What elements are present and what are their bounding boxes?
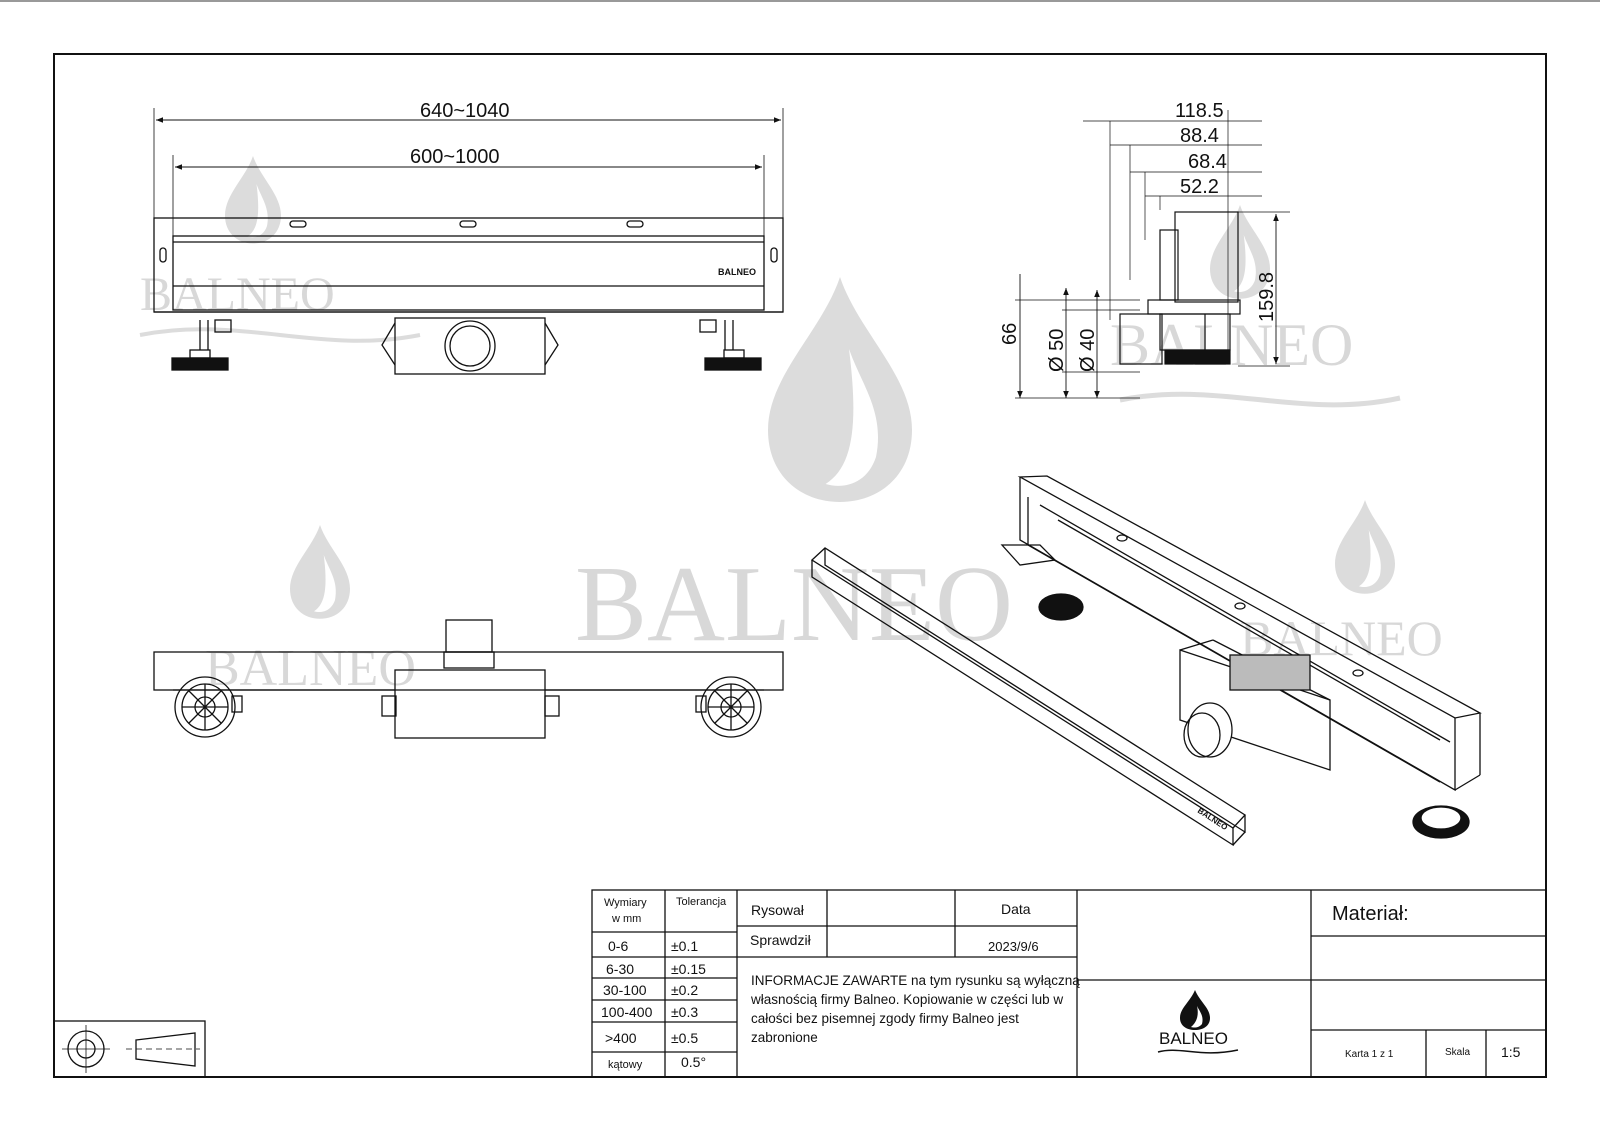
tol-value: 0.5° <box>681 1054 707 1070</box>
dim-d40: Ø 40 <box>1077 329 1099 372</box>
tol-range: kątowy <box>608 1059 643 1071</box>
bottom-view <box>153 619 784 739</box>
isometric-view <box>810 475 1482 847</box>
tol-value: ±0.15 <box>671 961 706 977</box>
scale-value: 1:5 <box>1501 1044 1521 1060</box>
material-label: Materiał: <box>1332 903 1409 925</box>
tol-value: ±0.5 <box>671 1030 699 1046</box>
front-logo: BALNEO <box>718 267 756 277</box>
data-label: Data <box>1001 901 1031 917</box>
dim-66: 66 <box>999 323 1021 345</box>
tol-value: ±0.3 <box>671 1004 699 1020</box>
sprawdzil-label: Sprawdził <box>750 932 811 948</box>
rysowal-label: Rysował <box>751 902 804 918</box>
balneo-logo: BALNEO <box>1157 990 1239 1054</box>
tol-range: >400 <box>605 1030 637 1046</box>
svg-text:BALNEO: BALNEO <box>575 545 1013 664</box>
tol-header-dims: Wymiary <box>604 897 647 909</box>
dim-inner-length: 600~1000 <box>410 146 500 168</box>
svg-text:BALNEO: BALNEO <box>140 268 335 321</box>
tol-value: ±0.2 <box>671 982 699 998</box>
sheet-number: Karta 1 z 1 <box>1345 1049 1394 1060</box>
scale-label: Skala <box>1445 1047 1471 1058</box>
svg-text:BALNEO: BALNEO <box>205 640 416 697</box>
side-view <box>1015 110 1290 399</box>
tol-range: 100-400 <box>601 1004 653 1020</box>
tol-header-unit: w mm <box>612 913 642 925</box>
projection-symbol <box>53 1020 206 1078</box>
svg-text:BALNEO: BALNEO <box>1159 1029 1228 1048</box>
dim-d50: Ø 50 <box>1046 329 1068 372</box>
watermark: BALNEO BALNEO BALNEO BALNEO BALNEO <box>139 156 1443 697</box>
front-view <box>153 108 784 375</box>
tol-range: 6-30 <box>606 961 635 977</box>
dim-68-4: 68.4 <box>1188 151 1227 173</box>
dim-118-5: 118.5 <box>1175 100 1224 122</box>
dim-88-4: 88.4 <box>1180 125 1219 147</box>
tol-range: 0-6 <box>608 938 629 954</box>
drawing-date: 2023/9/6 <box>988 939 1039 954</box>
title-block <box>591 889 1547 1078</box>
dim-height: 159.8 <box>1256 272 1278 322</box>
dim-overall-length: 640~1040 <box>420 100 510 122</box>
copyright-notice: INFORMACJE ZAWARTE na tym rysunku są wył… <box>751 973 1080 1045</box>
svg-text:BALNEO: BALNEO <box>1110 312 1353 378</box>
dim-52-2: 52.2 <box>1180 176 1219 198</box>
tol-header-tolerance: Tolerancja <box>676 896 727 908</box>
tol-value: ±0.1 <box>671 938 699 954</box>
tol-range: 30-100 <box>603 982 647 998</box>
